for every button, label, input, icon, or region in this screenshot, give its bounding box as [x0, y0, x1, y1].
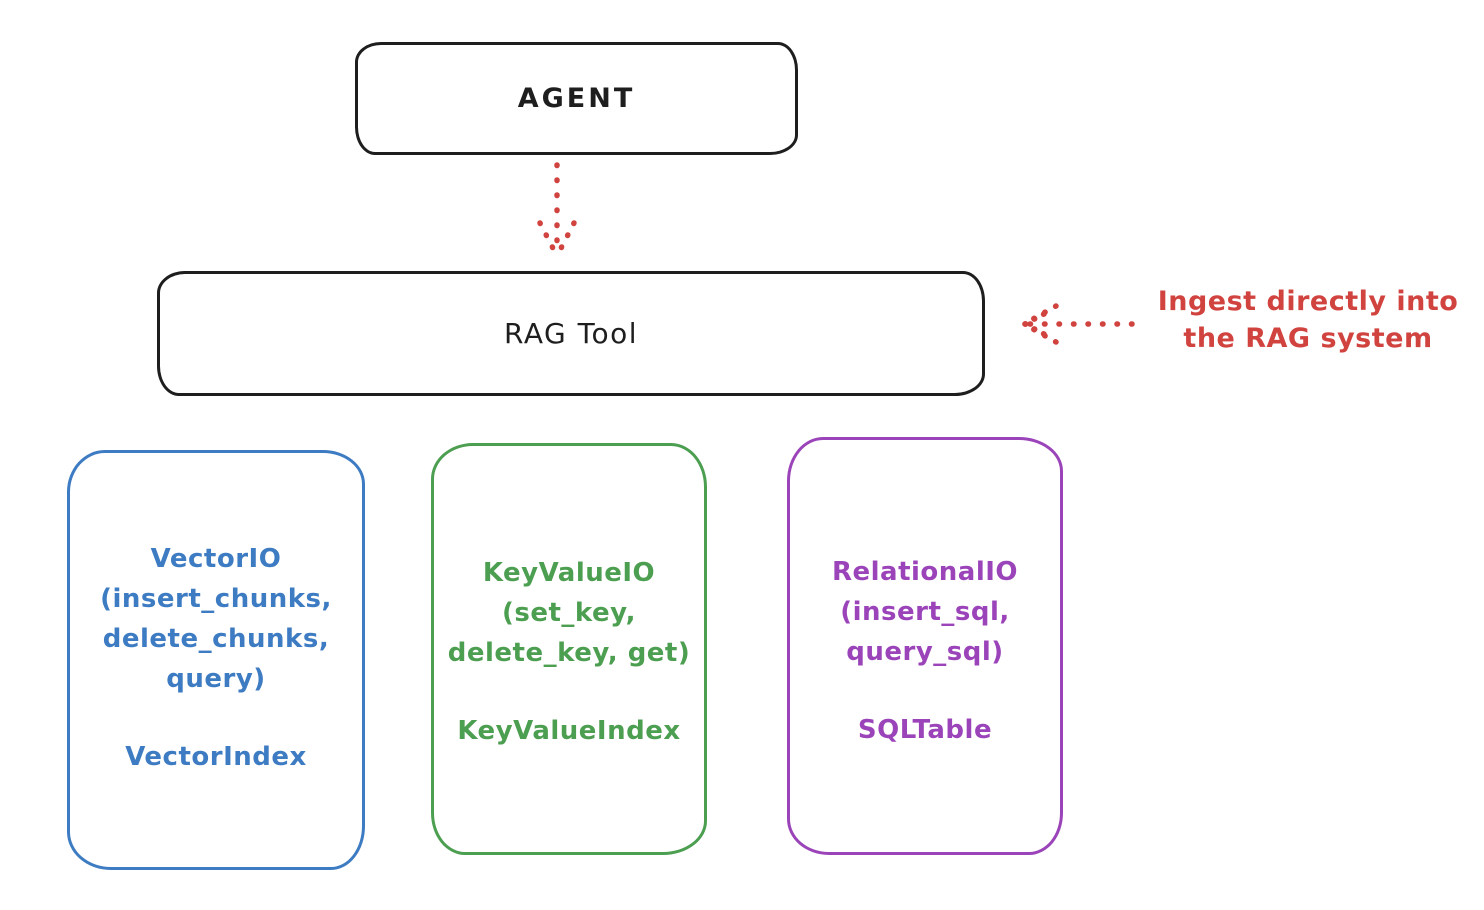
keyvalue-index-label: KeyValueIndex — [457, 716, 681, 746]
agent-label: AGENT — [517, 83, 636, 114]
agent-node: AGENT — [355, 42, 798, 155]
vector-io-node: VectorIO (insert_chunks, delete_chunks, … — [67, 450, 365, 870]
relational-io-signature: RelationalIO (insert_sql, query_sql) — [831, 557, 1019, 667]
relational-io-node: RelationalIO (insert_sql, query_sql) SQL… — [787, 437, 1063, 855]
ingest-annotation-line1: Ingest directly into — [1157, 286, 1459, 317]
agent-to-ragtool-arrow-icon — [537, 162, 577, 259]
rag-tool-node: RAG Tool — [157, 271, 985, 396]
sql-table-label: SQLTable — [857, 715, 993, 745]
ingest-arrow-icon — [1021, 303, 1135, 345]
keyvalue-io-signature: KeyValueIO (set_key, delete_key, get) — [447, 558, 691, 668]
vector-io-signature: VectorIO (insert_chunks, delete_chunks, … — [100, 544, 332, 694]
vector-index-label: VectorIndex — [125, 742, 307, 772]
rag-tool-label: RAG Tool — [504, 317, 638, 350]
ingest-annotation-line2: the RAG system — [1183, 323, 1433, 354]
ingest-annotation: Ingest directly into the RAG system — [1138, 283, 1478, 357]
keyvalue-io-node: KeyValueIO (set_key, delete_key, get) Ke… — [431, 443, 707, 855]
